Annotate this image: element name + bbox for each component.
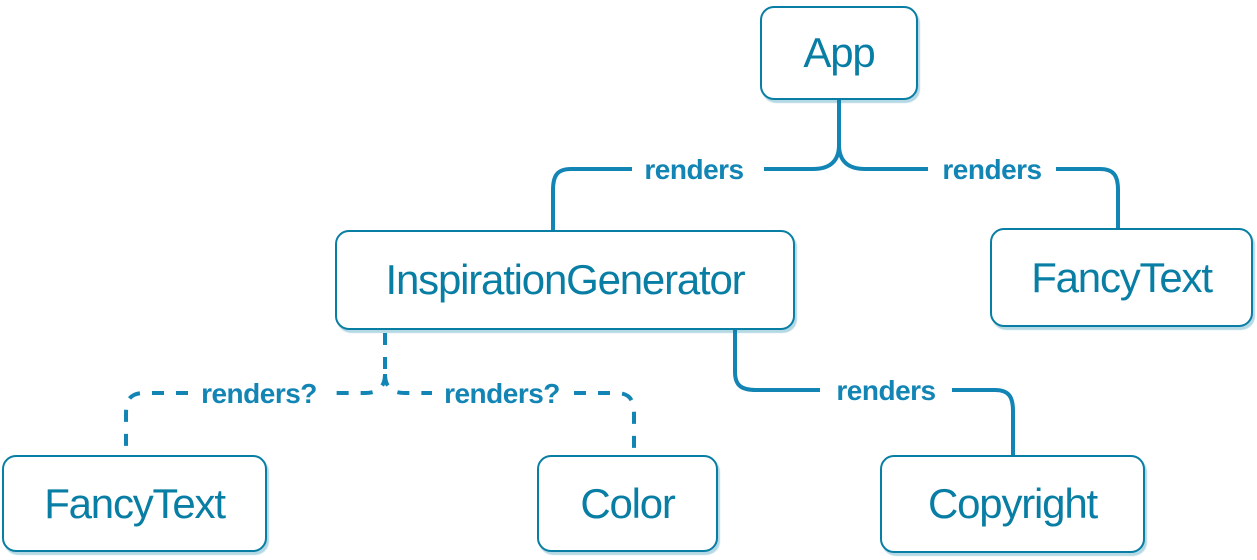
edge-inspiration-to-fancytext-dashed-left: [328, 373, 387, 395]
edge-label-inspiration-renders-color: renders?: [444, 378, 560, 409]
edge-label-inspiration-renders-fancytext: renders?: [201, 378, 317, 409]
node-copyright: Copyright: [880, 455, 1145, 553]
node-fancy-text-bottom: FancyText: [2, 455, 267, 552]
node-fancy-text-top-label: FancyText: [1031, 253, 1213, 301]
edge-label-app-renders-fancytext: renders: [942, 154, 1042, 185]
edge-app-to-fancytext-right: [837, 144, 928, 171]
node-fancy-text-bottom-label: FancyText: [44, 479, 226, 527]
edge-inspiration-to-color-dashed-right: [383, 373, 432, 395]
edge-label-inspiration-renders-copyright: renders: [836, 375, 936, 406]
edge-inspiration-to-copyright-end: [952, 388, 1015, 455]
edge-inspiration-to-color-dashed-continue: [574, 391, 636, 455]
edge-inspiration-to-copyright-start: [733, 330, 820, 392]
node-app: App: [760, 6, 918, 100]
node-color: Color: [537, 455, 718, 552]
node-fancy-text-top: FancyText: [990, 228, 1253, 327]
node-inspiration-generator-label: InspirationGenerator: [385, 256, 746, 303]
node-copyright-label: Copyright: [928, 480, 1098, 527]
edge-app-to-fancytext-continue: [1056, 167, 1120, 228]
edge-app-to-inspiration-continue: [551, 167, 632, 230]
edge-label-app-renders-inspiration: renders: [644, 154, 744, 185]
node-color-label: Color: [580, 479, 676, 527]
edge-inspiration-to-fancytext-dashed-continue: [124, 391, 188, 455]
node-inspiration-generator: InspirationGenerator: [335, 230, 795, 330]
edge-app-to-inspiration-left: [764, 144, 841, 171]
node-app-label: App: [803, 29, 875, 76]
